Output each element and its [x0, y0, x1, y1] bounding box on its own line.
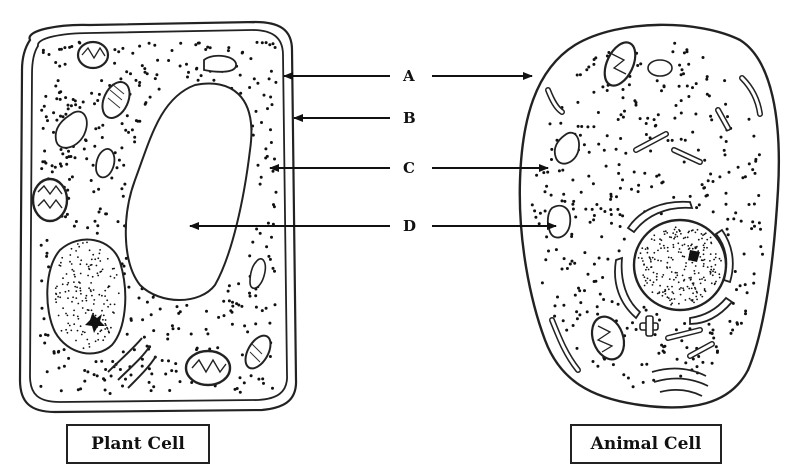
- plant-small-vacuole-3: [204, 56, 236, 72]
- plant-cell: [20, 22, 296, 412]
- plant-small-vacuole-4: [250, 259, 265, 288]
- animal-cell-caption: Animal Cell: [570, 424, 722, 464]
- plant-cell-caption-text: Plant Cell: [91, 434, 185, 454]
- plant-chloroplast-1: [33, 179, 67, 221]
- plant-nucleus: [47, 240, 125, 354]
- plant-vacuole: [126, 84, 252, 300]
- label-b: B: [403, 109, 416, 127]
- plant-chloroplast-5: [240, 331, 275, 372]
- plant-chloroplast-2: [78, 42, 108, 68]
- animal-centriole: [640, 316, 658, 336]
- label-a: A: [402, 67, 415, 85]
- animal-cell-caption-text: Animal Cell: [591, 434, 702, 454]
- animal-vesicle-3: [648, 60, 672, 76]
- animal-vesicle-2: [548, 206, 570, 238]
- animal-mitochondrion-1: [598, 38, 641, 91]
- animal-vesicle-1: [555, 133, 579, 164]
- plant-small-vacuole-2: [96, 149, 114, 177]
- plant-chloroplast-3: [186, 351, 230, 385]
- plant-cell-caption: Plant Cell: [66, 424, 210, 464]
- animal-nucleus: [634, 220, 726, 310]
- animal-cell: [520, 25, 779, 408]
- animal-golgi: [652, 369, 708, 396]
- label-d: D: [403, 217, 416, 235]
- label-c: C: [403, 159, 415, 177]
- animal-mitochondrion-2: [586, 312, 629, 364]
- plant-chloroplast-4: [97, 78, 135, 123]
